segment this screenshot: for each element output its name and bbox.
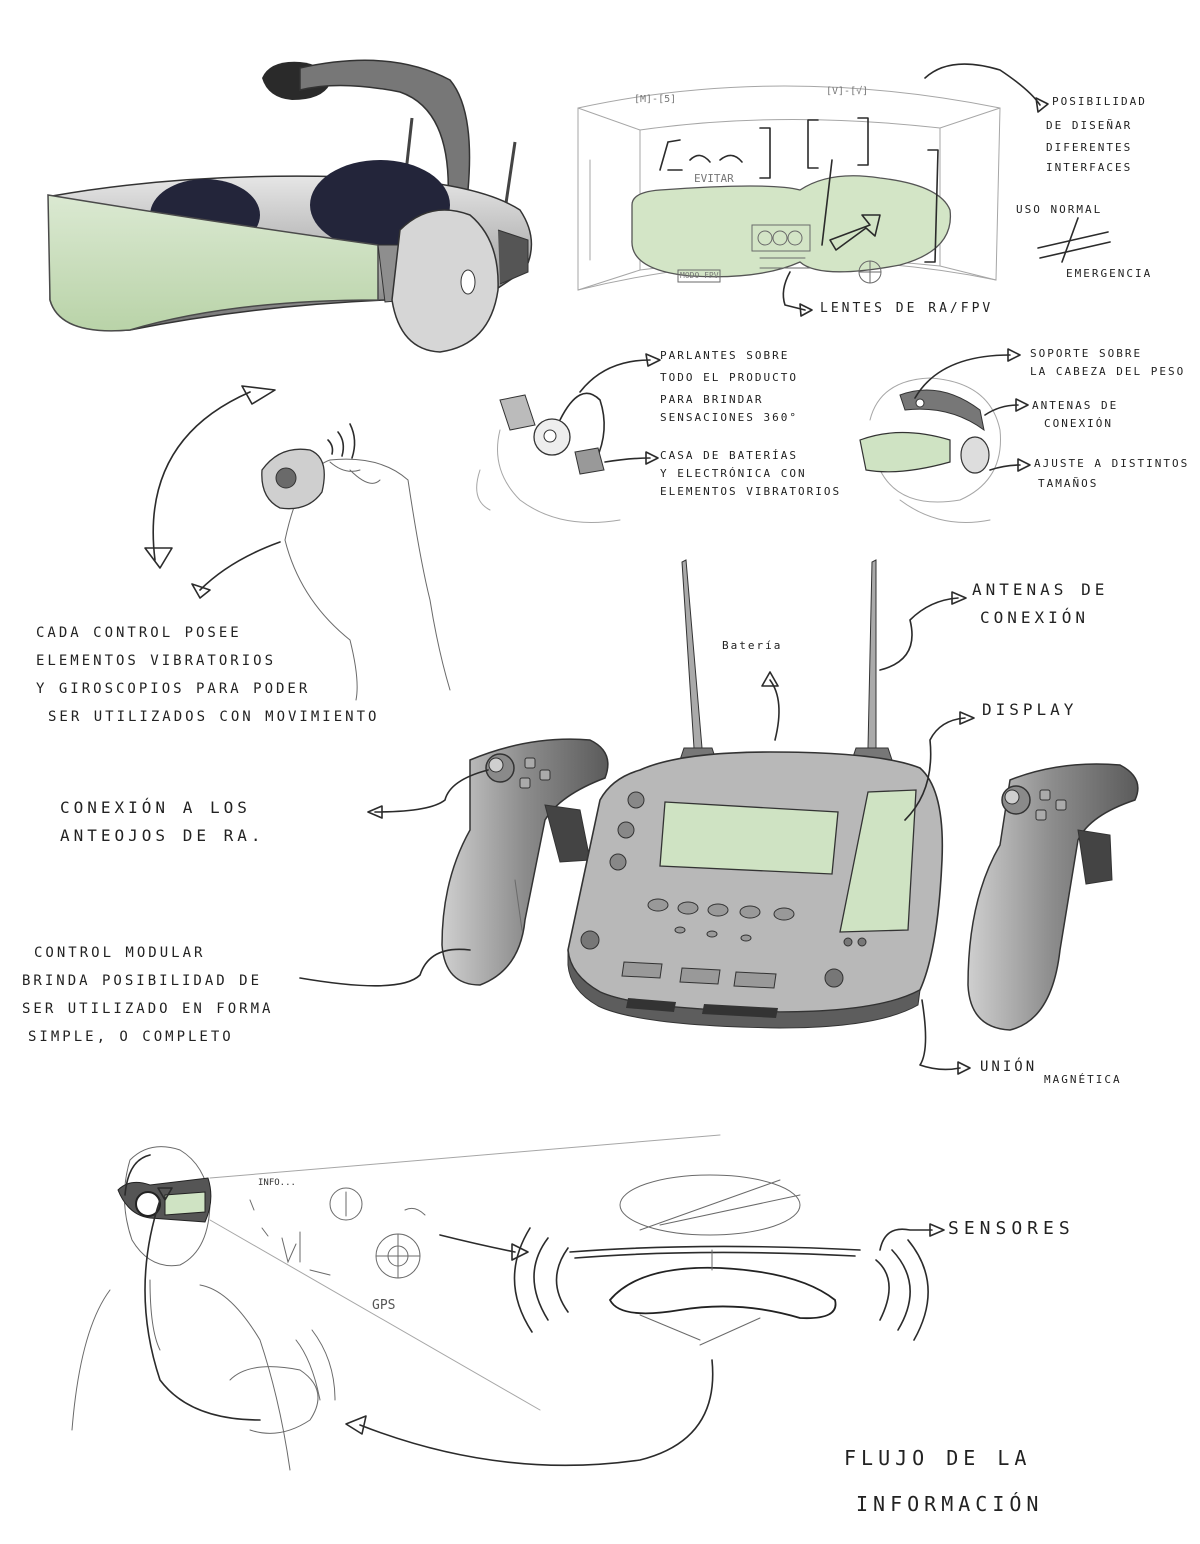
annotation-union-2: magnética (1044, 1073, 1122, 1086)
annotation-uso-normal: Uso normal (1016, 203, 1103, 216)
hand-controller-icon (191, 423, 451, 701)
annotation-flujo-2: información (856, 1492, 1044, 1516)
hud-gps-label: GPS (372, 1298, 396, 1313)
hud-float-elements (249, 1187, 426, 1279)
user-figure-icon (71, 1134, 721, 1471)
head-front-sketch (859, 348, 1031, 523)
annotation-display: Display (982, 700, 1078, 719)
annotation-emergencia: emergencia (1066, 267, 1153, 280)
annotation-casa-2: y electrónica con (660, 467, 807, 480)
annotation-flujo-1: Flujo de la (844, 1446, 1032, 1470)
annotation-bateria: Batería (722, 639, 783, 652)
annotation-antenas-base-2: conexión (980, 608, 1090, 627)
annotation-conexion-1: Conexión a los (60, 798, 251, 817)
annotation-cada-control-4: ser utilizados con movimiento (48, 709, 380, 725)
annotation-interfaces-2: de diseñar (1046, 119, 1133, 132)
annotation-control-modular-3: ser utilizado en forma (22, 1001, 274, 1017)
vr-headset-icon (47, 59, 533, 353)
base-station-icon (567, 559, 944, 1029)
annotation-cada-control-1: Cada control posee (36, 625, 242, 641)
annotation-parlantes-2: todo el producto (660, 371, 798, 384)
hud-interface-icon (577, 63, 1049, 317)
normal-emergency-symbol (1037, 217, 1111, 263)
annotation-antenas-head-1: Antenas de (1032, 399, 1119, 412)
callout-lines-center (299, 591, 975, 1075)
head-profile-sketch (476, 353, 661, 523)
right-controller-icon (967, 763, 1139, 1031)
hud-info-label: INFO... (258, 1178, 296, 1188)
annotation-soporte-2: la cabeza del peso (1030, 365, 1186, 378)
annotation-ajuste-1: Ajuste a distintos (1034, 457, 1190, 470)
hud-label-mode: MODO FPV (680, 271, 719, 280)
drone-icon (345, 1174, 945, 1467)
annotation-interfaces-4: interfaces (1046, 161, 1133, 174)
annotation-parlantes-3: para brindar (660, 393, 764, 406)
hud-label-evitar: EVITAR (694, 172, 734, 185)
annotation-lentes: Lentes de RA/FPV (820, 301, 994, 316)
annotation-ajuste-2: tamaños (1038, 477, 1099, 490)
annotation-casa-1: Casa de baterías (660, 449, 798, 462)
annotation-cada-control-2: elementos vibratorios (36, 653, 277, 669)
annotation-control-modular-2: brinda posibilidad de (22, 973, 263, 989)
annotation-interfaces-3: diferentes (1046, 141, 1133, 154)
hud-label-top-right: [V]-[√] (826, 86, 869, 97)
annotation-union-1: Unión (980, 1059, 1038, 1075)
annotation-antenas-base-1: Antenas de (972, 580, 1109, 599)
annotation-interfaces-1: Posibilidad (1052, 95, 1147, 108)
hud-label-top-left: [M]-[5] (634, 94, 677, 105)
annotation-casa-3: elementos vibratorios (660, 485, 842, 498)
left-controller-icon (441, 738, 609, 986)
annotation-parlantes-4: sensaciones 360° (660, 411, 798, 424)
annotation-conexion-2: anteojos de RA. (60, 826, 265, 845)
annotation-soporte-1: Soporte sobre (1030, 347, 1143, 360)
annotation-cada-control-3: y giroscopios para poder (36, 681, 311, 697)
annotation-parlantes-1: Parlantes sobre (660, 349, 790, 362)
annotation-antenas-head-2: conexión (1044, 417, 1113, 430)
gesture-arc (144, 385, 276, 569)
annotation-control-modular-1: Control modular (34, 945, 206, 961)
annotation-control-modular-4: simple, o completo (28, 1029, 234, 1045)
annotation-sensores: Sensores (948, 1218, 1075, 1239)
